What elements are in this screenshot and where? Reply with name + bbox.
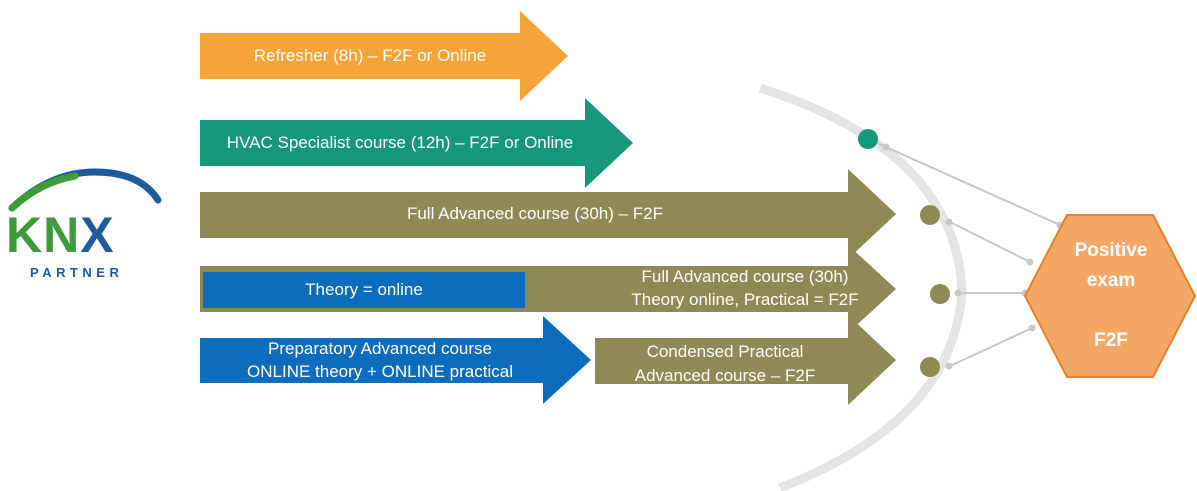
- connector-line: [867, 138, 1061, 226]
- exam-line1: Positive: [1074, 240, 1148, 261]
- full-advanced-mixed-arrow: [200, 245, 896, 333]
- milestone-dot-teal: [858, 129, 878, 149]
- full-advanced-label: Full Advanced course (30h) – F2F: [406, 204, 664, 223]
- theory-online-label: Theory = online: [305, 280, 423, 299]
- connector-line: [947, 220, 1031, 263]
- condensed-line2: Advanced course – F2F: [634, 366, 816, 385]
- connector-end-dot: [945, 218, 953, 226]
- logo-letter-x: X: [80, 207, 115, 263]
- exam-hexagon: [1023, 214, 1197, 378]
- connector-end-dot: [1026, 258, 1034, 266]
- full-advanced-mixed-line2: Theory online, Practical = F2F: [631, 290, 859, 309]
- preparatory-line2: ONLINE theory + ONLINE practical: [247, 362, 513, 381]
- connector-lines: [867, 138, 1061, 368]
- connector-line: [947, 327, 1033, 368]
- connector-end-dot: [882, 143, 890, 151]
- logo-letter-k: K: [6, 207, 44, 263]
- full-advanced-mixed-line1: Full Advanced course (30h): [641, 267, 849, 286]
- logo-subtitle: PARTNER: [30, 265, 124, 280]
- milestone-dot: [920, 205, 940, 225]
- condensed-arrow: [595, 315, 896, 405]
- theory-online-bar: [203, 272, 525, 308]
- logo-letter-n: N: [43, 207, 81, 263]
- full-advanced-arrow: [200, 169, 896, 259]
- exam-line3: F2F: [1094, 330, 1128, 351]
- connector-end-dot: [945, 362, 953, 370]
- knx-logo-letters: KNX: [6, 210, 171, 260]
- connector-end-dot: [954, 289, 962, 297]
- refresher-label: Refresher (8h) – F2F or Online: [253, 46, 487, 65]
- hvac-arrow: [200, 98, 633, 188]
- condensed-line1: Condensed Practical: [646, 342, 804, 361]
- hvac-label: HVAC Specialist course (12h) – F2F or On…: [226, 133, 574, 152]
- logo-swoosh-green: [8, 172, 79, 212]
- milestone-dot: [920, 357, 940, 377]
- exam-line2: exam: [1086, 270, 1136, 291]
- connector-end-dot: [1028, 324, 1036, 332]
- preparatory-line1: Preparatory Advanced course: [268, 339, 492, 358]
- milestone-dot: [930, 284, 950, 304]
- refresher-arrow: [200, 11, 568, 101]
- preparatory-arrow: [200, 316, 591, 404]
